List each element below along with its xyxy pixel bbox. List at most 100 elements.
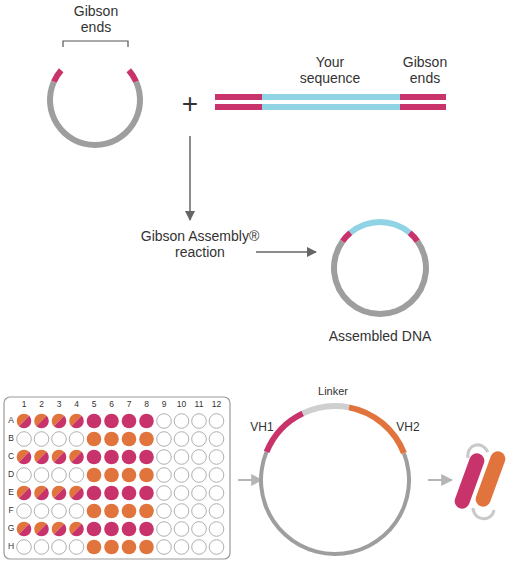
well xyxy=(52,450,67,465)
column-number: 11 xyxy=(190,399,208,410)
well xyxy=(209,432,224,447)
well xyxy=(209,504,224,519)
well xyxy=(174,468,189,483)
well xyxy=(139,504,154,519)
column-number: 6 xyxy=(103,399,121,410)
well xyxy=(209,540,224,555)
well xyxy=(174,414,189,429)
row-letter: C xyxy=(5,451,17,462)
gibson-end xyxy=(340,231,352,243)
well xyxy=(52,414,67,429)
column-number: 10 xyxy=(173,399,191,410)
well xyxy=(157,468,172,483)
well xyxy=(122,540,137,555)
column-number: 8 xyxy=(138,399,156,410)
well xyxy=(52,522,67,537)
well xyxy=(104,486,119,501)
well xyxy=(122,414,137,429)
gibson-end xyxy=(408,231,420,243)
well xyxy=(192,468,207,483)
well xyxy=(34,540,49,555)
gibson-end xyxy=(127,68,139,83)
step-label: Gibson Assembly® reaction xyxy=(135,228,265,260)
row-letter: H xyxy=(5,541,17,552)
well xyxy=(192,522,207,537)
well xyxy=(209,522,224,537)
well xyxy=(69,486,84,501)
well xyxy=(34,450,49,465)
vector-backbone xyxy=(259,451,411,556)
well xyxy=(192,450,207,465)
well xyxy=(157,450,172,465)
row-letter: D xyxy=(5,469,17,480)
well xyxy=(157,504,172,519)
well xyxy=(139,486,154,501)
well xyxy=(69,504,84,519)
column-number: 2 xyxy=(33,399,51,410)
well xyxy=(87,486,102,501)
row-letter: G xyxy=(5,523,17,534)
column-number: 1 xyxy=(15,399,33,410)
well xyxy=(104,468,119,483)
well xyxy=(192,414,207,429)
well xyxy=(69,540,84,555)
well xyxy=(122,486,137,501)
well xyxy=(122,450,137,465)
well xyxy=(157,522,172,537)
well xyxy=(34,504,49,519)
well xyxy=(139,432,154,447)
insert xyxy=(348,219,411,235)
well xyxy=(69,432,84,447)
well xyxy=(17,486,32,501)
plus-sign: + xyxy=(175,88,205,120)
well xyxy=(139,450,154,465)
workflow-arrow xyxy=(428,479,452,481)
well xyxy=(87,540,102,555)
well xyxy=(17,522,32,537)
well xyxy=(174,522,189,537)
annotation: Gibson ends xyxy=(390,54,460,86)
column-number: 5 xyxy=(85,399,103,410)
row-letter: F xyxy=(5,505,17,516)
well xyxy=(157,414,172,429)
well xyxy=(122,504,137,519)
row-letter: E xyxy=(5,487,17,498)
well xyxy=(174,540,189,555)
well xyxy=(122,522,137,537)
linker-segment xyxy=(302,403,350,416)
linker-label: Linker xyxy=(303,385,363,398)
column-number: 9 xyxy=(155,399,173,410)
well xyxy=(139,468,154,483)
well xyxy=(52,504,67,519)
well xyxy=(209,450,224,465)
well xyxy=(17,432,32,447)
well xyxy=(52,432,67,447)
well xyxy=(174,450,189,465)
domain-label: VH1 xyxy=(244,420,280,434)
well xyxy=(17,540,32,555)
vector-backbone xyxy=(47,80,143,148)
well xyxy=(87,504,102,519)
well xyxy=(104,414,119,429)
well xyxy=(87,468,102,483)
well xyxy=(34,468,49,483)
well xyxy=(139,522,154,537)
well xyxy=(192,540,207,555)
bracket xyxy=(63,41,128,47)
well xyxy=(52,486,67,501)
gibson-end xyxy=(51,68,63,83)
well xyxy=(157,486,172,501)
antibody-icon xyxy=(453,445,508,519)
well xyxy=(52,468,67,483)
well xyxy=(104,432,119,447)
row-letter: B xyxy=(5,433,17,444)
vector-backbone xyxy=(331,239,429,317)
well xyxy=(174,504,189,519)
well xyxy=(174,486,189,501)
column-number: 3 xyxy=(50,399,68,410)
dna-fragment xyxy=(215,97,446,107)
well xyxy=(209,468,224,483)
well xyxy=(104,504,119,519)
well xyxy=(104,522,119,537)
